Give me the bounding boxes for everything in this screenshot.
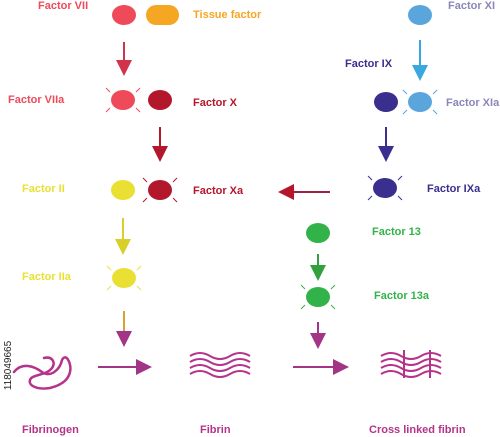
factor-xa-activated	[142, 177, 178, 203]
stock-id: 118049665	[3, 340, 15, 391]
factor-vii-shape	[112, 5, 136, 25]
label-factor-x: Factor X	[193, 97, 238, 109]
factor-iia-activated	[106, 265, 142, 291]
factor-ixa-activated	[367, 175, 403, 201]
label-factor-13a: Factor 13a	[374, 290, 430, 302]
factor-ii-shape	[111, 180, 135, 200]
fibrin-shape	[189, 352, 251, 378]
fibrinogen-shape	[12, 356, 72, 390]
factor-xi-shape	[408, 5, 432, 25]
label-fibrin: Fibrin	[200, 424, 231, 436]
label-factor-xi: Factor XI	[448, 0, 496, 12]
factor-13-shape	[306, 223, 330, 243]
label-factor-iia: Factor IIa	[22, 271, 71, 283]
tissue-factor-shape	[146, 5, 179, 25]
label-factor-ix: Factor IX	[345, 58, 393, 70]
label-factor-ixa: Factor IXa	[427, 183, 481, 195]
label-fibrinogen: Fibrinogen	[22, 424, 79, 436]
factor-xia-activated	[402, 89, 438, 115]
factor-x-shape	[148, 90, 172, 110]
label-factor-ii: Factor II	[22, 183, 65, 195]
factor-viia-activated	[105, 87, 141, 113]
factor-13a-activated	[300, 284, 336, 310]
label-factor-vii: Factor VII	[38, 0, 89, 12]
label-factor-xa: Factor Xa	[193, 185, 244, 197]
factor-ix-shape	[374, 92, 398, 112]
label-factor-xia: Factor XIa	[446, 97, 500, 109]
label-cross-linked-fibrin: Cross linked fibrin	[369, 424, 466, 436]
label-factor-13: Factor 13	[372, 226, 421, 238]
label-factor-viia: Factor VIIa	[8, 94, 65, 106]
cross-linked-fibrin-shape	[380, 350, 442, 378]
label-tissue-factor: Tissue factor	[193, 9, 262, 21]
